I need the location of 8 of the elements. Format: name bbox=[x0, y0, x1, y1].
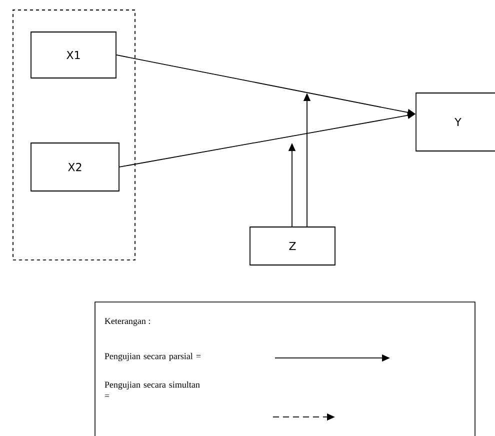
legend-text: Pengujian secara parsial = bbox=[104, 352, 201, 362]
variable-box: X2 bbox=[30, 142, 120, 192]
legend-title: Keterangan : bbox=[104, 318, 150, 326]
variable-box: X1 bbox=[30, 32, 116, 78]
variable-box: Z bbox=[250, 226, 336, 266]
legend-text: Pengujian secara simultan = bbox=[104, 381, 200, 397]
variable-box: Y bbox=[416, 92, 495, 152]
group-box bbox=[12, 10, 136, 260]
